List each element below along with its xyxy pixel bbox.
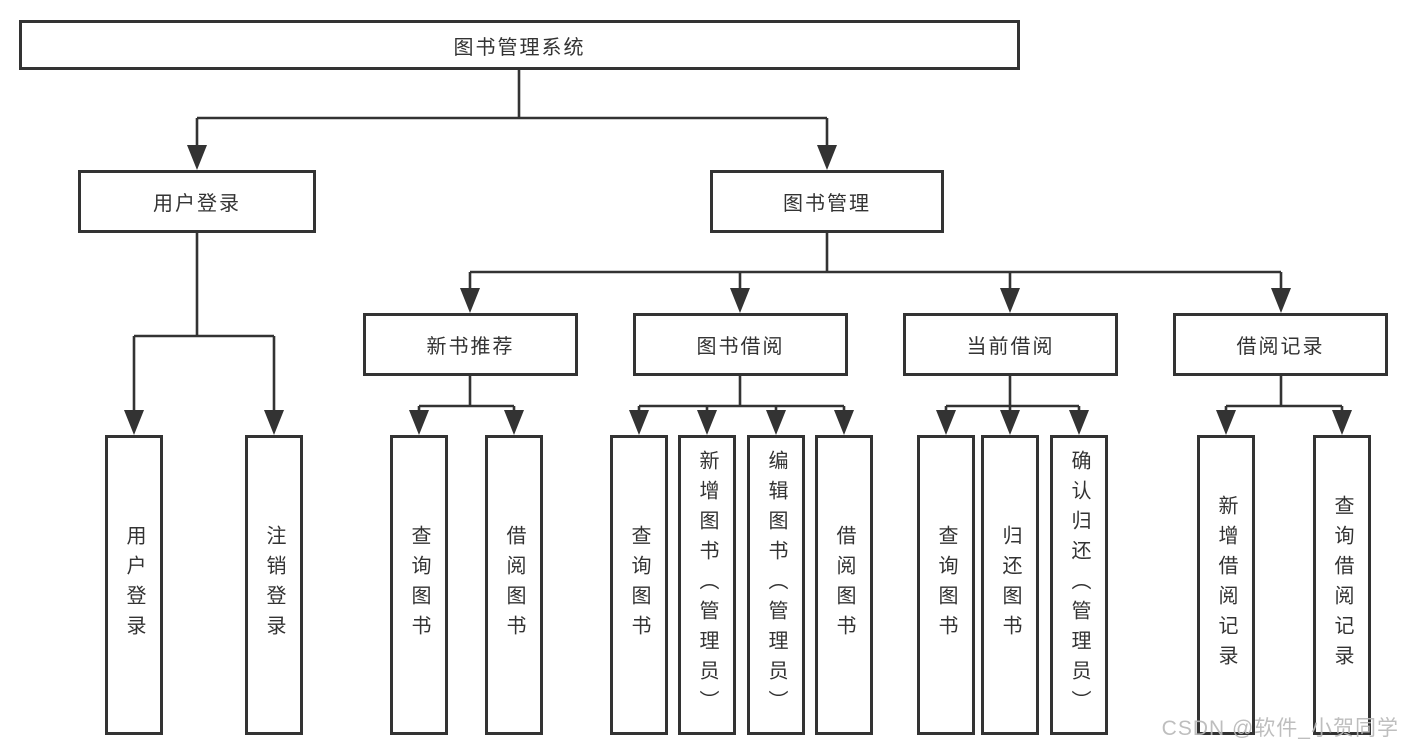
- leaf-edit-books-admin: 编辑图书（管理员）: [747, 435, 805, 735]
- leaf-query-borrow-record: 查询借阅记录: [1313, 435, 1371, 735]
- leaf-query-books-recommend: 查询图书: [390, 435, 448, 735]
- leaf-return-books: 归还图书: [981, 435, 1039, 735]
- arrow-br-query: [1332, 410, 1352, 435]
- arrow-current-borrow: [1000, 288, 1020, 313]
- arrow-cb-query: [936, 410, 956, 435]
- arrow-leaf-login: [124, 410, 144, 435]
- arrow-user-login: [187, 145, 207, 170]
- leaf-add-borrow-record: 新增借阅记录: [1197, 435, 1255, 735]
- node-borrow-records: 借阅记录: [1173, 313, 1388, 376]
- arrow-new-book: [460, 288, 480, 313]
- leaf-user-login: 用户登录: [105, 435, 163, 735]
- arrow-nb-query: [409, 410, 429, 435]
- watermark: CSDN @软件_小贺同学: [1161, 717, 1399, 740]
- arrow-bb-edit: [766, 410, 786, 435]
- arrowheads: [124, 145, 1352, 435]
- arrow-br-add: [1216, 410, 1236, 435]
- arrow-bb-query: [629, 410, 649, 435]
- leaf-confirm-return-admin: 确认归还（管理员）: [1050, 435, 1108, 735]
- node-book-management: 图书管理: [710, 170, 944, 233]
- arrow-leaf-logout: [264, 410, 284, 435]
- arrow-book-management: [817, 145, 837, 170]
- node-user-login: 用户登录: [78, 170, 316, 233]
- arrow-bb-add: [697, 410, 717, 435]
- arrow-book-borrow: [730, 288, 750, 313]
- leaf-query-books-borrow: 查询图书: [610, 435, 668, 735]
- leaf-borrow-books-recommend: 借阅图书: [485, 435, 543, 735]
- node-current-borrow: 当前借阅: [903, 313, 1118, 376]
- leaf-logout-login: 注销登录: [245, 435, 303, 735]
- arrow-cb-return: [1000, 410, 1020, 435]
- node-new-book-recommend: 新书推荐: [363, 313, 578, 376]
- leaf-add-books-admin: 新增图书（管理员）: [678, 435, 736, 735]
- arrow-borrow-records: [1271, 288, 1291, 313]
- node-book-borrow: 图书借阅: [633, 313, 848, 376]
- leaf-borrow-books: 借阅图书: [815, 435, 873, 735]
- arrow-bb-borrow: [834, 410, 854, 435]
- leaf-query-books-current: 查询图书: [917, 435, 975, 735]
- node-library-management-system: 图书管理系统: [19, 20, 1020, 70]
- arrow-nb-borrow: [504, 410, 524, 435]
- arrow-cb-confirm: [1069, 410, 1089, 435]
